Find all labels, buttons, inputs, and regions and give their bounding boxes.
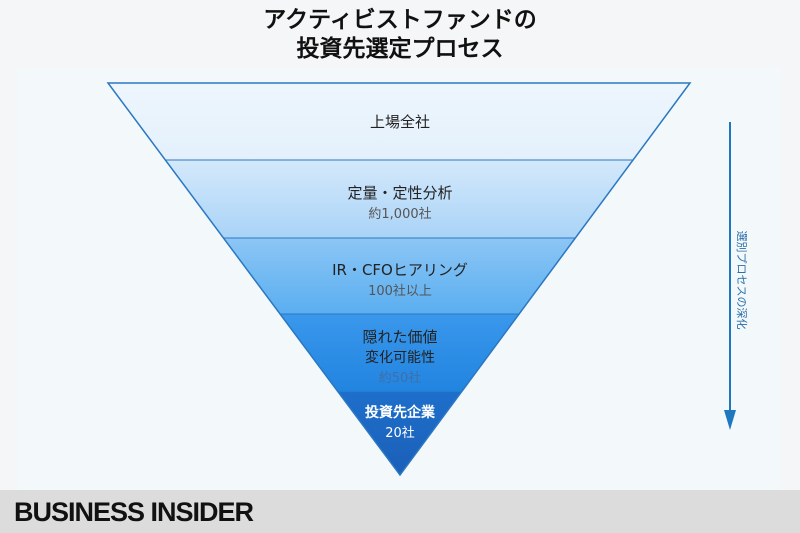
stage-label: 定量・定性分析: [347, 184, 452, 202]
funnel-outline: [106, 82, 692, 477]
stage-count: 約50社: [379, 370, 422, 386]
title-line-2: 投資先選定プロセス: [296, 36, 504, 62]
stage-label: 投資先企業: [365, 404, 436, 421]
stage-label: 上場全社: [370, 113, 430, 131]
arrow-down-icon: [724, 410, 736, 430]
stage-label: IR・CFOヒアリング: [332, 261, 468, 279]
stage-count: 100社以上: [368, 283, 432, 299]
title-line-1: アクティビストファンドの: [263, 7, 537, 33]
funnel-stage-5: [338, 392, 462, 475]
stage-count: 約1,000社: [368, 206, 431, 222]
footer-bar: [0, 490, 800, 533]
page-title: アクティビストファンドの 投資先選定プロセス: [0, 6, 800, 64]
arrow-label: 選別プロセスの深化: [735, 231, 749, 330]
stage-count: 20社: [385, 425, 415, 441]
business-insider-logo: BUSINESS INSIDER: [14, 497, 254, 527]
stage-label: 隠れた価値: [362, 328, 437, 346]
stage-label-2: 変化可能性: [365, 349, 435, 366]
